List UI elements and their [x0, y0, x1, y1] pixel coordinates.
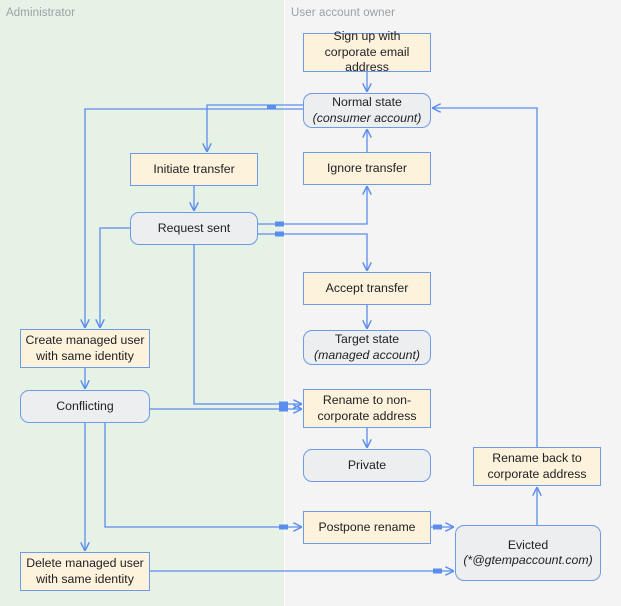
node-deleteuser[interactable]: Delete managed user with same identity	[20, 552, 150, 591]
node-label-accept: Accept transfer	[325, 280, 409, 295]
node-initiate[interactable]: Initiate transfer	[130, 153, 258, 186]
edge-requestsent-ignore	[258, 187, 367, 225]
junction-requestsent-right1	[275, 221, 284, 227]
node-postpone[interactable]: Postpone rename	[303, 511, 431, 544]
junction-postpone-left	[279, 524, 288, 530]
node-label-private: Private	[347, 457, 387, 472]
node-label-normal: Normal state	[332, 95, 402, 110]
edge-renameback-normal	[433, 108, 538, 447]
node-requestsent[interactable]: Request sent	[130, 212, 258, 245]
node-label-signup: Sign up with corporate email address	[324, 29, 410, 75]
node-normal[interactable]: Normal state(consumer account)	[303, 93, 431, 128]
junction-requestsent-right2	[275, 231, 284, 237]
edge-normal-initiate	[207, 104, 303, 151]
node-label-postpone: Postpone rename	[318, 519, 416, 534]
node-label-conflicting: Conflicting	[56, 398, 114, 413]
node-evicted[interactable]: Evicted(*@gtempaccount.com)	[455, 525, 601, 581]
node-conflicting[interactable]: Conflicting	[20, 390, 150, 423]
node-ignore[interactable]: Ignore transfer	[303, 152, 431, 185]
node-label-createuser: Create managed user with same identity	[25, 333, 145, 363]
node-label-renamenon: Rename to non-corporate address	[317, 393, 417, 423]
node-label-deleteuser: Delete managed user with same identity	[26, 556, 144, 586]
junction-renamenon-left1	[279, 401, 288, 407]
edge-normal-createuser	[85, 108, 303, 327]
junction-evicted-left	[433, 568, 442, 574]
edge-requestsent-createuser	[100, 227, 133, 327]
lane-label-user: User account owner	[291, 7, 396, 19]
node-target[interactable]: Target state(managed account)	[303, 330, 431, 365]
node-sublabel-target: (managed account)	[314, 347, 420, 362]
node-sublabel-evicted: (*@gtempaccount.com)	[463, 553, 593, 567]
node-renameback[interactable]: Rename back to corporate address	[473, 447, 601, 486]
junction-renamenon-left2	[279, 406, 288, 412]
junction-evicted-top	[433, 524, 442, 530]
node-renamenon[interactable]: Rename to non-corporate address	[303, 389, 431, 428]
node-label-initiate: Initiate transfer	[153, 161, 235, 176]
swimlane-admin	[0, 0, 284, 606]
node-private[interactable]: Private	[303, 449, 431, 482]
node-createuser[interactable]: Create managed user with same identity	[20, 329, 150, 368]
edge-requestsent-accept	[258, 233, 367, 270]
node-accept[interactable]: Accept transfer	[303, 272, 431, 305]
node-label-renameback: Rename back to corporate address	[487, 451, 587, 481]
node-signup[interactable]: Sign up with corporate email address	[303, 29, 431, 74]
node-label-target: Target state	[334, 332, 400, 347]
node-label-requestsent: Request sent	[157, 220, 231, 235]
edge-requestsent-renamenon	[193, 245, 301, 404]
lane-label-admin: Administrator	[6, 7, 76, 19]
node-label-ignore: Ignore transfer	[327, 160, 407, 175]
node-label-evicted: Evicted	[507, 537, 549, 552]
junction-normal-left	[267, 104, 276, 110]
edge-conflicting-postpone	[104, 423, 301, 527]
node-sublabel-normal: (consumer account)	[312, 110, 422, 125]
